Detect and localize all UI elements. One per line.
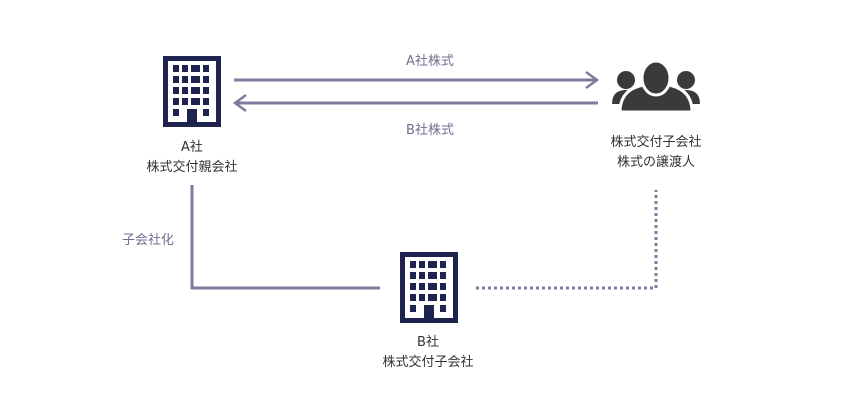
shareholders-label: 株式交付子会社 株式の譲渡人 <box>610 133 701 173</box>
company-b-name: B社 <box>417 335 439 350</box>
company-b-label: B社 株式交付子会社 <box>382 333 473 373</box>
people-icon <box>612 59 700 114</box>
company-a-name: A社 <box>181 140 203 155</box>
transfer-dotted-line <box>476 190 658 290</box>
company-a-role: 株式交付親会社 <box>146 160 238 175</box>
company-b-role: 株式交付子会社 <box>382 355 474 370</box>
company-b-building-icon <box>400 252 458 323</box>
subsidiary-label: 子会社化 <box>121 233 175 248</box>
a-shares-label: A社株式 <box>406 54 454 69</box>
shareholders-line2: 株式の譲渡人 <box>616 155 696 170</box>
b-shares-label: B社株式 <box>406 123 454 138</box>
company-a-building-icon <box>163 56 221 127</box>
subsidiary-line <box>190 185 380 290</box>
company-a-label: A社 株式交付親会社 <box>146 138 237 178</box>
shareholders-line1: 株式交付子会社 <box>610 135 702 150</box>
